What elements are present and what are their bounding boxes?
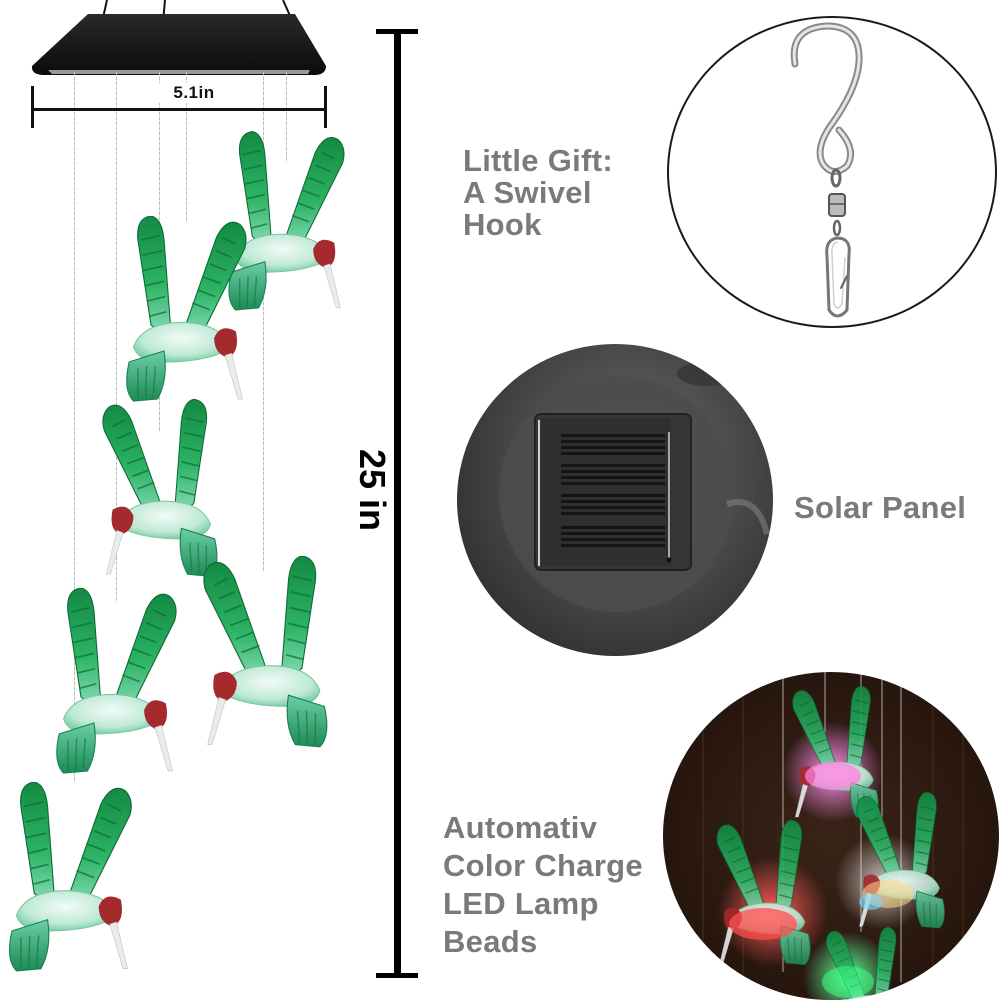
swivel-hook-icon (790, 22, 863, 318)
width-dimension-cap (31, 86, 34, 128)
string (186, 72, 187, 222)
caption-line: A Swivel (463, 175, 592, 210)
caption-line: LED Lamp (443, 886, 599, 921)
string (286, 72, 287, 162)
string (263, 72, 264, 572)
solar-panel-image (457, 344, 773, 656)
width-dimension-cap (324, 86, 327, 128)
glowing-hummingbirds-photo (663, 672, 999, 1000)
height-dimension-line (394, 30, 401, 976)
caption-line: Beads (443, 924, 538, 959)
string (116, 72, 117, 602)
swivel-hook-image (667, 16, 997, 328)
string (74, 72, 75, 782)
hummingbird-icon (55, 588, 177, 774)
solar-housing-icon (31, 14, 327, 75)
hummingbird-icon (8, 782, 133, 972)
caption-line: Solar Panel (794, 490, 967, 525)
caption-line: Hook (463, 207, 542, 242)
swivel-hook-caption: Little Gift: A Swivel Hook (463, 145, 613, 241)
caption-line: Automativ (443, 810, 598, 845)
led-beads-caption: Automativ Color Charge LED Lamp Beads (443, 809, 643, 961)
width-dimension-line (32, 108, 326, 111)
caption-line: Little Gift: (463, 143, 613, 178)
width-dimension-label: 5.1in (150, 83, 238, 103)
hummingbird-icon (203, 556, 328, 748)
height-dimension-label: 25 in (352, 448, 393, 532)
solar-panel-icon (499, 362, 770, 612)
glowing-hummingbirds-icon (702, 672, 964, 1000)
product-illustration: 5.1in (0, 0, 380, 1000)
hummingbird-icon (125, 216, 247, 402)
height-dimension-cap (376, 973, 418, 978)
solar-panel-caption: Solar Panel (794, 492, 966, 524)
caption-line: Color Charge (443, 848, 643, 883)
